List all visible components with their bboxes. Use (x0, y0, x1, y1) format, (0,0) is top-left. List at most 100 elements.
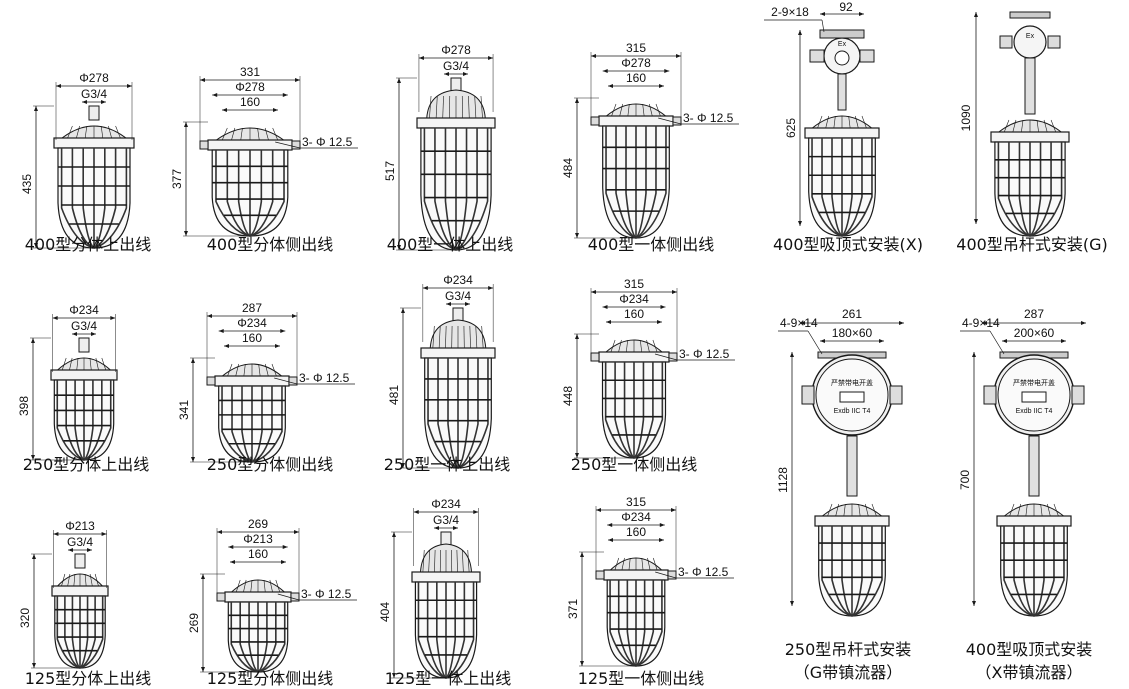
diameter-dimension: Φ213 (65, 519, 95, 533)
cage-bar (231, 386, 253, 463)
diagram-caption: 250型分体上出线 (23, 455, 150, 474)
height-dimension: 269 (187, 613, 201, 633)
hub-left (801, 385, 815, 405)
ex-rating-label: Exdb IIC T4 (834, 408, 871, 415)
cage-bar (71, 148, 95, 249)
diagram-caption: 250型分体侧出线 (207, 455, 334, 474)
junction-box (1013, 25, 1047, 59)
cage-bar (79, 596, 104, 669)
height-dimension: 320 (18, 608, 32, 628)
lamp-flange (990, 131, 1070, 143)
hole-spacing-dimension: 160 (248, 547, 268, 561)
stem (1028, 435, 1040, 497)
mounting-hole-note: 3- Φ 12.5 (678, 565, 729, 579)
hole-spacing-dimension: 160 (626, 71, 646, 85)
lamp-flange (224, 591, 292, 603)
overall-width-dimension: 315 (626, 495, 646, 509)
cage-bar (93, 148, 128, 249)
plate-width-dimension: 92 (839, 0, 853, 14)
conduit-stub (78, 337, 90, 353)
ex-mark: Ex (838, 41, 847, 48)
mount-ear (199, 140, 209, 150)
overall-width-dimension: 315 (624, 277, 644, 291)
diagram-caption: 250型一体上出线 (384, 455, 511, 474)
lamp-flange (214, 375, 290, 387)
diagram-caption: 125型一体侧出线 (578, 669, 705, 688)
lamp-flange (598, 115, 674, 127)
mounting-hole-note: 3- Φ 12.5 (301, 587, 352, 601)
bracket-dimension: 200×60 (1014, 326, 1055, 340)
height-dimension: 448 (561, 386, 575, 406)
hub-left (999, 35, 1013, 49)
height-dimension: 341 (177, 400, 191, 420)
hole-spacing-dimension: 160 (240, 95, 260, 109)
diagram-caption: 250型吊杆式安装 (785, 640, 912, 659)
diagram-caption: 400型一体上出线 (387, 235, 514, 254)
height-dimension: 484 (561, 158, 575, 178)
cage-bar (841, 526, 853, 617)
cage-bar (83, 380, 112, 461)
thread-dimension: G3/4 (81, 87, 107, 101)
diagram-caption: 400型一体侧出线 (588, 235, 715, 254)
diagram-caption: 125型分体上出线 (25, 669, 152, 688)
diameter-dimension: Φ278 (79, 71, 109, 85)
diameter-dimension: Φ234 (443, 273, 473, 287)
lamp-flange (814, 515, 890, 527)
diagram-caption: 400型吸顶式安装(X) (773, 235, 923, 254)
diagram-caption: 400型分体上出线 (25, 235, 152, 254)
hub-right (1047, 35, 1061, 49)
thread-dimension: G3/4 (67, 535, 93, 549)
mount-ear (595, 570, 605, 580)
lamp-flange (603, 569, 669, 581)
diameter-dimension: Φ234 (621, 510, 651, 524)
ex-rating-label: Exdb IIC T4 (1016, 408, 1053, 415)
diagram-caption-note: （X带镇流器） (976, 663, 1083, 682)
height-dimension: 700 (958, 470, 972, 490)
diameter-dimension: Φ234 (237, 316, 267, 330)
cage-bar (226, 150, 251, 237)
mount-ear (590, 116, 600, 126)
cage-bar (249, 150, 285, 237)
cage-bar (831, 138, 843, 237)
cage-bar (626, 580, 637, 667)
diameter-dimension: Φ234 (69, 303, 99, 317)
height-dimension: 377 (170, 169, 184, 189)
lamp-flange (598, 351, 670, 363)
mounting-hole-note: 3- Φ 12.5 (679, 347, 730, 361)
thread-dimension: G3/4 (443, 59, 469, 73)
mounting-hole-note: 3- Φ 12.5 (299, 371, 350, 385)
stem (846, 435, 858, 497)
stem (837, 73, 847, 111)
mount-ear (590, 352, 600, 362)
lamp-flange (53, 137, 135, 149)
height-dimension: 1128 (776, 467, 790, 493)
hub-right (1071, 385, 1085, 405)
overall-width-dimension: 315 (626, 41, 646, 55)
hub-left (983, 385, 997, 405)
cage-bar (65, 380, 85, 461)
slot-dimension: 4-9×14 (962, 316, 1000, 330)
thread-dimension: G3/4 (445, 289, 471, 303)
height-dimension: 404 (378, 602, 392, 622)
height-dimension: 1090 (959, 104, 973, 131)
diagram-caption: 400型分体侧出线 (207, 235, 334, 254)
height-dimension: 435 (20, 174, 34, 194)
hub-right (889, 385, 903, 405)
lamp-flange (411, 571, 481, 583)
cage-bar (615, 126, 637, 239)
cage-bar (1018, 142, 1031, 237)
thread-dimension: G3/4 (433, 513, 459, 527)
conduit-stub (88, 105, 100, 121)
lamp-flange (416, 117, 496, 129)
diameter-dimension: Φ278 (235, 80, 265, 94)
